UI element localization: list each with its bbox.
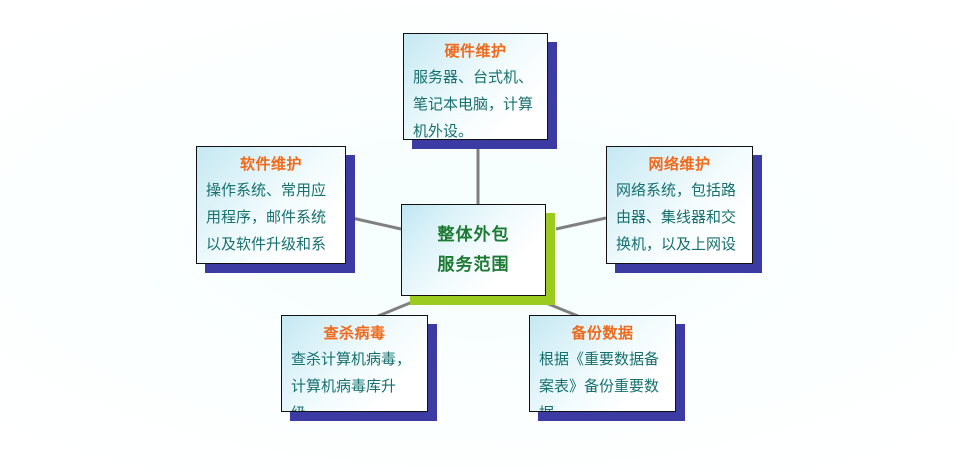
center-title-line-2: 服务范围	[437, 255, 510, 275]
node-body: 操作系统、常用应用程序，邮件系统以及软件升级和系统重新安装。	[206, 181, 327, 263]
node-network-maintenance[interactable]: 网络维护 网络系统，包括路由器、集线器和交换机，以及上网设置。	[606, 146, 762, 273]
node-data-backup[interactable]: 备份数据 根据《重要数据备案表》备份重要数据。	[529, 315, 685, 421]
node-card: 备份数据 根据《重要数据备案表》备份重要数据。	[529, 315, 676, 412]
node-title: 备份数据	[571, 324, 634, 342]
node-title: 软件维护	[239, 155, 302, 173]
connector-center-to-network	[555, 216, 607, 231]
node-center-overall-outsourcing-scope[interactable]: 整体外包 服务范围	[401, 204, 555, 305]
node-virus-scanning[interactable]: 查杀病毒 查杀计算机病毒，计算机病毒库升级。	[281, 315, 437, 421]
connector-center-to-software	[351, 216, 402, 231]
node-body: 查杀计算机病毒，计算机病毒库升级。	[291, 350, 412, 411]
node-title: 网络维护	[648, 155, 711, 173]
node-card: 网络维护 网络系统，包括路由器、集线器和交换机，以及上网设置。	[606, 146, 753, 264]
node-body: 服务器、台式机、笔记本电脑，计算机外设。	[413, 68, 534, 140]
node-hardware-maintenance[interactable]: 硬件维护 服务器、台式机、笔记本电脑，计算机外设。	[403, 33, 557, 149]
center-title-line-1: 整体外包	[437, 225, 510, 245]
node-body: 网络系统，包括路由器、集线器和交换机，以及上网设置。	[616, 181, 737, 263]
node-card: 查杀病毒 查杀计算机病毒，计算机病毒库升级。	[281, 315, 428, 412]
node-body: 根据《重要数据备案表》备份重要数据。	[539, 350, 660, 411]
node-title: 硬件维护	[444, 42, 507, 60]
node-software-maintenance[interactable]: 软件维护 操作系统、常用应用程序，邮件系统以及软件升级和系统重新安装。	[196, 146, 355, 273]
node-card: 整体外包 服务范围	[401, 204, 546, 296]
node-card: 硬件维护 服务器、台式机、笔记本电脑，计算机外设。	[403, 33, 548, 140]
node-title: 查杀病毒	[323, 324, 386, 342]
node-card: 软件维护 操作系统、常用应用程序，邮件系统以及软件升级和系统重新安装。	[196, 146, 346, 264]
